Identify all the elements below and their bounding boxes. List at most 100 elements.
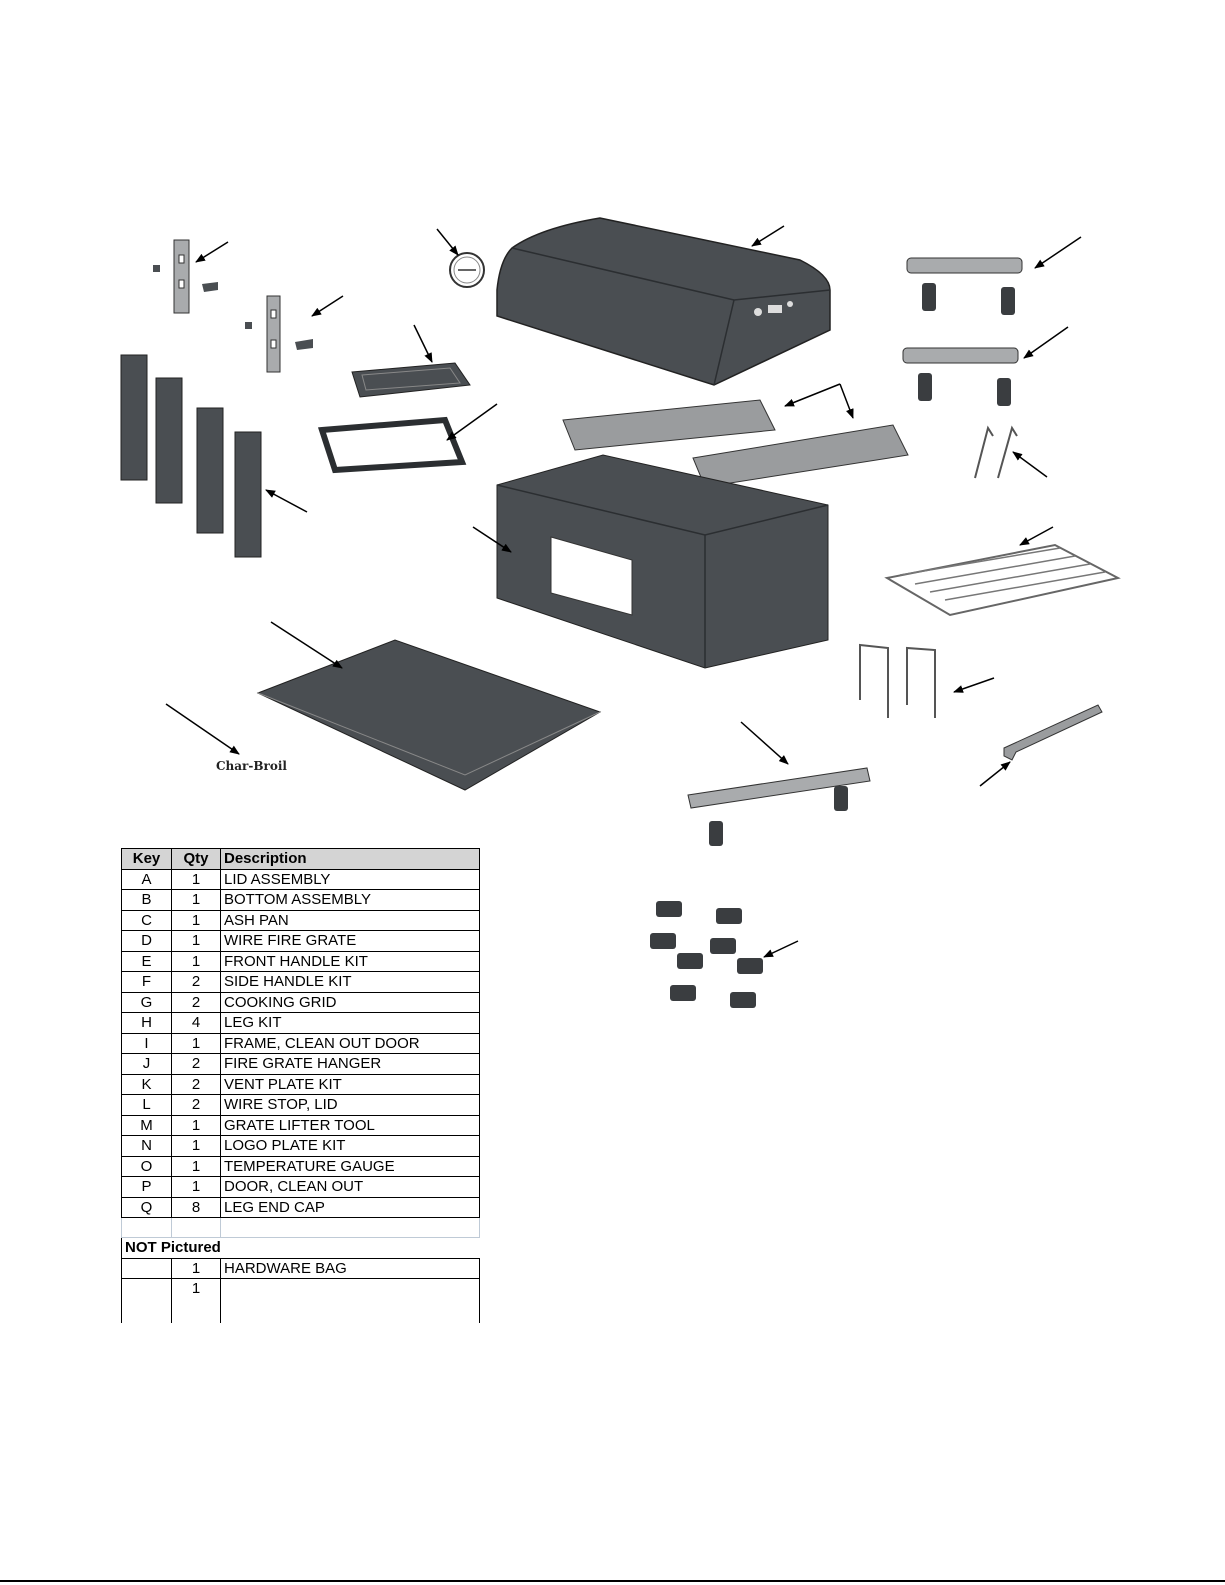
callout-arrow (953, 677, 995, 693)
temperature-gauge (449, 252, 485, 288)
part-qty: 2 (171, 1094, 221, 1116)
part-key: G (121, 991, 172, 1013)
part-qty: 2 (171, 1073, 221, 1095)
clean-out-door-frame (317, 416, 467, 474)
callout-arrow (311, 295, 344, 317)
part-key: D (121, 930, 172, 952)
callout-arrows (165, 225, 1082, 958)
callout-arrow (839, 383, 854, 419)
callout-arrow (784, 383, 841, 407)
part-description: LOGO PLATE KIT (220, 1135, 480, 1157)
part-qty: 1 (171, 1278, 221, 1323)
table-row: 1 (121, 1278, 480, 1323)
callout-arrow (763, 940, 799, 958)
callout-arrow (265, 489, 308, 513)
callout-arrow (979, 761, 1011, 787)
callout-arrow (270, 621, 343, 669)
part-description: FIRE GRATE HANGER (220, 1053, 480, 1075)
part-qty: 2 (171, 971, 221, 993)
leg-kit (120, 354, 262, 558)
fire-grate-hanger (859, 643, 936, 718)
part-key: A (121, 868, 172, 890)
vent-plate-kit-2 (245, 295, 313, 373)
blank-cell (220, 1217, 480, 1238)
part-qty: 1 (171, 1155, 221, 1177)
callout-arrow (472, 526, 512, 553)
part-qty: 8 (171, 1196, 221, 1218)
callout-arrow (1012, 451, 1048, 478)
callout-arrow (740, 721, 789, 765)
part-qty: 4 (171, 1012, 221, 1034)
side-handle-kit-1 (906, 257, 1023, 315)
part-qty: 1 (171, 950, 221, 972)
part-description: LID ASSEMBLY (220, 868, 480, 890)
callout-arrow (751, 225, 785, 247)
part-key: L (121, 1094, 172, 1116)
part-description: WIRE STOP, LID (220, 1094, 480, 1116)
not-pictured-heading-row: NOT Pictured (121, 1237, 480, 1259)
blank-row (121, 1217, 480, 1238)
part-qty: 1 (171, 1257, 221, 1279)
table-header-row: Key Qty Description (121, 848, 480, 870)
callout-arrow (446, 403, 498, 441)
vent-plate-kit-1 (153, 239, 218, 314)
column-header-key: Key (121, 848, 172, 870)
part-key: N (121, 1135, 172, 1157)
part-key: J (121, 1053, 172, 1075)
part-key (121, 1257, 172, 1279)
part-key: Q (121, 1196, 172, 1218)
grate-lifter-tool (1003, 704, 1103, 761)
part-qty: 1 (171, 909, 221, 931)
callout-arrow (413, 324, 433, 363)
callout-arrow (1023, 326, 1069, 359)
part-qty: 1 (171, 1176, 221, 1198)
callout-arrow (436, 228, 459, 256)
part-description: HARDWARE BAG (220, 1257, 480, 1279)
part-qty: 1 (171, 1032, 221, 1054)
bottom-assembly (496, 454, 829, 669)
part-qty: 2 (171, 991, 221, 1013)
part-description: WIRE FIRE GRATE (220, 930, 480, 952)
part-key: F (121, 971, 172, 993)
part-description: FRONT HANDLE KIT (220, 950, 480, 972)
part-description: SIDE HANDLE KIT (220, 971, 480, 993)
part-description: DOOR, CLEAN OUT (220, 1176, 480, 1198)
page-bottom-rule (0, 1580, 1225, 1582)
part-key: I (121, 1032, 172, 1054)
not-pictured-heading: NOT Pictured (121, 1237, 480, 1259)
clean-out-door (351, 362, 471, 398)
part-description: FRAME, CLEAN OUT DOOR (220, 1032, 480, 1054)
logo-plate-kit: Char-Broil (216, 759, 287, 773)
blank-cell (171, 1217, 221, 1238)
part-description: VENT PLATE KIT (220, 1073, 480, 1095)
ash-pan (256, 639, 602, 791)
part-description: TEMPERATURE GAUGE (220, 1155, 480, 1177)
callout-arrow (1034, 236, 1082, 269)
part-description: GRATE LIFTER TOOL (220, 1114, 480, 1136)
part-description: ASH PAN (220, 909, 480, 931)
part-qty: 1 (171, 1114, 221, 1136)
wire-fire-grate (884, 543, 1121, 617)
callout-arrow (195, 241, 229, 263)
side-handle-kit-2 (902, 347, 1019, 406)
part-description: BOTTOM ASSEMBLY (220, 889, 480, 911)
wire-stop-lid (974, 425, 1018, 479)
part-key: H (121, 1012, 172, 1034)
part-description: LEG KIT (220, 1012, 480, 1034)
front-handle-kit (687, 767, 871, 846)
part-key: B (121, 889, 172, 911)
part-key: O (121, 1155, 172, 1177)
part-qty: 1 (171, 889, 221, 911)
